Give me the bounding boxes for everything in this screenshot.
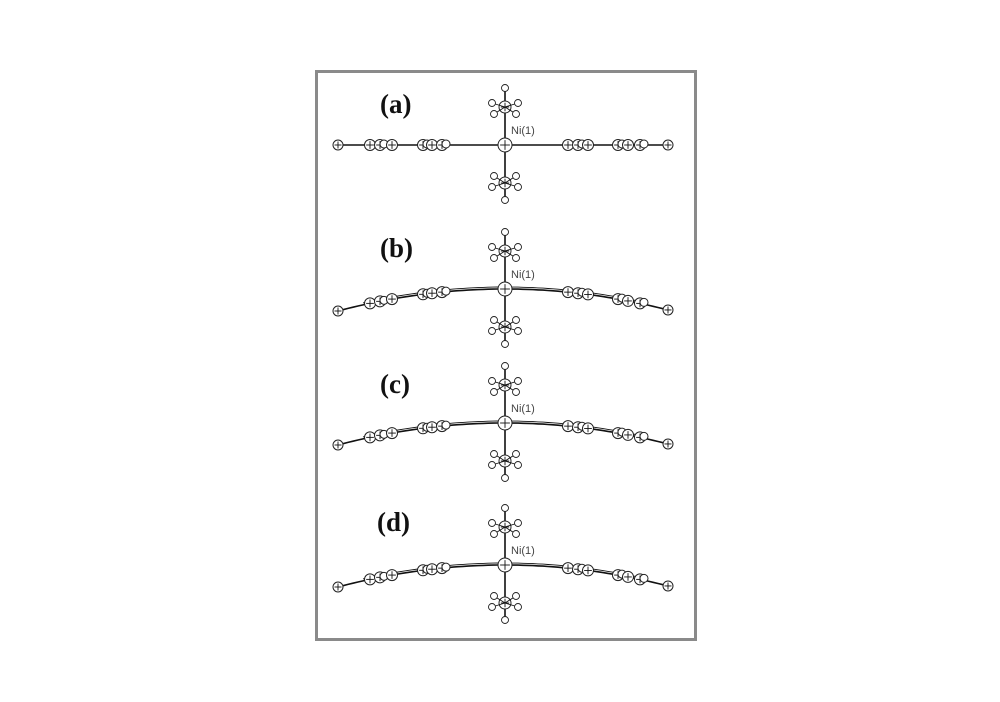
hydrogen-atom [512, 172, 520, 180]
panel-label: (a) [380, 89, 411, 119]
hydrogen-atom [490, 110, 498, 118]
hydrogen-atom [488, 99, 496, 107]
hydrogen-atom [490, 172, 498, 180]
chain-atom-overlap [639, 297, 649, 307]
hydrogen-atom [514, 99, 522, 107]
hydrogen-atom [512, 450, 520, 458]
hydrogen-atom [488, 603, 496, 611]
hydrogen-atom [501, 84, 509, 92]
hydrogen-atom [490, 530, 498, 538]
hydrogen-atom [488, 243, 496, 251]
hydrogen-atom [514, 519, 522, 527]
atom-label-ni1: Ni(1) [511, 545, 535, 557]
panel-d: (d) Ni(1) [332, 504, 674, 624]
hydrogen-atom [514, 183, 522, 191]
chain-atom-overlap [441, 420, 451, 430]
atom-label-ni1: Ni(1) [511, 403, 535, 415]
hydrogen-atom [514, 377, 522, 385]
hydrogen-atom [512, 254, 520, 262]
figure-frame: (a) Ni(1) (b) Ni(1) (c) Ni(1) (d) Ni(1) [315, 70, 697, 641]
hydrogen-atom [490, 450, 498, 458]
hydrogen-atom [490, 316, 498, 324]
panel-c: (c) Ni(1) [332, 362, 674, 482]
hydrogen-atom [514, 461, 522, 469]
atom-label-ni1: Ni(1) [511, 125, 535, 137]
hydrogen-atom [514, 327, 522, 335]
chain-atom-overlap [441, 286, 451, 296]
chain-atom-overlap [639, 573, 649, 583]
hydrogen-atom [512, 530, 520, 538]
panel-b: (b) Ni(1) [332, 228, 674, 348]
hydrogen-atom [501, 228, 509, 236]
hydrogen-atom [488, 461, 496, 469]
hydrogen-atom [501, 340, 509, 348]
hydrogen-atom [488, 327, 496, 335]
hydrogen-atom [490, 254, 498, 262]
atom-label-ni1: Ni(1) [511, 269, 535, 281]
chain-atom-overlap [441, 562, 451, 572]
hydrogen-atom [488, 519, 496, 527]
molecular-structure-diagram: (a) Ni(1) (b) Ni(1) (c) Ni(1) (d) Ni(1) [332, 84, 674, 624]
hydrogen-atom [488, 183, 496, 191]
hydrogen-atom [512, 316, 520, 324]
hydrogen-atom [488, 377, 496, 385]
hydrogen-atom [512, 592, 520, 600]
hydrogen-atom [490, 592, 498, 600]
hydrogen-atom [490, 388, 498, 396]
panel-label: (d) [377, 507, 410, 537]
panel-label: (c) [380, 369, 410, 399]
hydrogen-atom [512, 388, 520, 396]
hydrogen-atom [514, 243, 522, 251]
hydrogen-atom [501, 616, 509, 624]
hydrogen-atom [501, 504, 509, 512]
hydrogen-atom [501, 196, 509, 204]
panel-a: (a) Ni(1) [332, 84, 674, 204]
hydrogen-atom [514, 603, 522, 611]
hydrogen-atom [501, 474, 509, 482]
hydrogen-atom [501, 362, 509, 370]
chain-atom-overlap [639, 431, 649, 441]
panel-label: (b) [380, 233, 413, 263]
hydrogen-atom [512, 110, 520, 118]
chain-atom-overlap [441, 139, 451, 149]
chain-atom-overlap [639, 139, 649, 149]
